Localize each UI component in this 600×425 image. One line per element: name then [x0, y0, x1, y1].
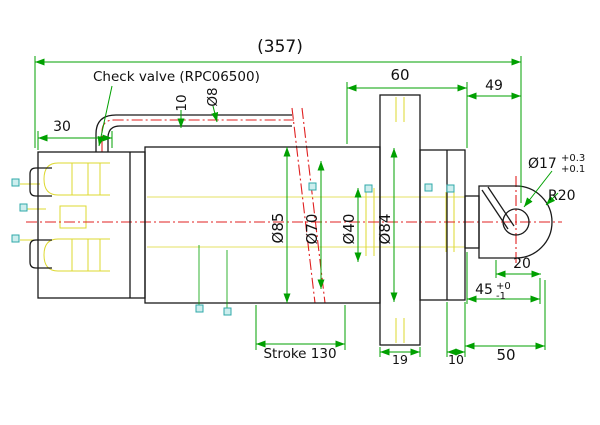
dim-49: 49: [485, 78, 503, 94]
dim-r20: R20: [548, 188, 576, 204]
dim-45: 45: [475, 282, 493, 298]
dim-45-tol-lower: -1: [496, 291, 506, 302]
dim-dia84: Ø84: [376, 214, 394, 245]
grip-handle[interactable]: [19, 203, 28, 212]
dim-dia85: Ø85: [269, 213, 287, 244]
centerlines: [26, 107, 562, 304]
dim-dia70: Ø70: [303, 214, 321, 245]
annotations: (357) Check valve (RPC06500) 60 49 30 10…: [53, 37, 585, 367]
grip-handle[interactable]: [308, 182, 317, 191]
part-outline: [29, 94, 553, 346]
dim-30: 30: [53, 119, 71, 135]
dim-10-bottom: 10: [448, 352, 464, 367]
dim-dia17-tol-upper: +0.3: [561, 153, 585, 164]
dim-50: 50: [496, 346, 515, 364]
dim-10-pipe: 10: [174, 94, 190, 111]
stroke-note: Stroke 130: [263, 346, 336, 362]
dim-dia17-tol-lower: +0.1: [561, 164, 585, 175]
dim-dia17: Ø17: [528, 156, 557, 172]
selection-grips: [11, 178, 455, 316]
dimension-lines: [34, 56, 559, 357]
grip-handle[interactable]: [446, 184, 455, 193]
grip-handle[interactable]: [223, 307, 232, 316]
dim-45-tol-upper: +0: [496, 281, 511, 292]
dim-overall-length: (357): [257, 37, 303, 57]
dim-dia8: Ø8: [205, 87, 221, 106]
grip-handle[interactable]: [424, 183, 433, 192]
check-valve-label: Check valve (RPC06500): [93, 69, 260, 85]
hidden-lines: [20, 97, 465, 343]
dim-60: 60: [390, 66, 409, 84]
grip-handle[interactable]: [11, 178, 20, 187]
dim-20: 20: [513, 256, 531, 272]
dim-dia40: Ø40: [340, 214, 358, 245]
grip-handle[interactable]: [11, 234, 20, 243]
dim-19: 19: [392, 352, 408, 367]
grip-handle[interactable]: [195, 304, 204, 313]
grip-handle[interactable]: [364, 184, 373, 193]
